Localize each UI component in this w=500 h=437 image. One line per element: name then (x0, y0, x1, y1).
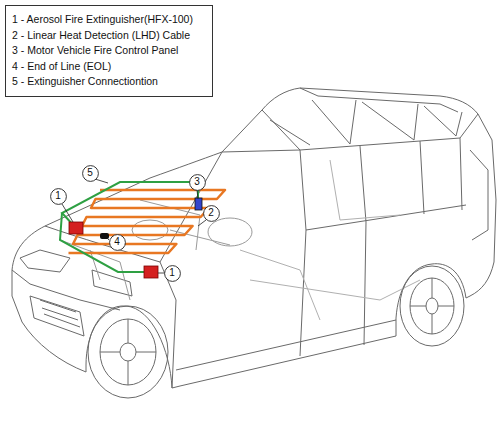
callout-number: 2 (208, 208, 214, 218)
circle-shape (189, 174, 205, 190)
callout-circle: 1 (164, 265, 181, 282)
circle-shape (82, 165, 98, 181)
callout-number: 4 (114, 237, 120, 247)
callout-circle: 2 (203, 205, 220, 222)
callout-circle: 5 (82, 165, 99, 182)
key-entry: 3 - Motor Vehicle Fire Control Panel (12, 43, 206, 59)
key-entry: 4 - End of Line (EOL) (12, 59, 206, 75)
key-entry: 2 - Linear Heat Detection (LHD) Cable (12, 28, 206, 44)
key-box: 1 - Aerosol Fire Extinguisher(HFX-100)2 … (5, 5, 213, 97)
callout-circle: 4 (109, 234, 126, 251)
key-entry: 1 - Aerosol Fire Extinguisher(HFX-100) (12, 12, 206, 28)
callout-circle: 1 (50, 188, 67, 205)
circle-shape (203, 205, 219, 221)
callout-circle: 3 (189, 174, 206, 191)
callout-number: 1 (55, 191, 61, 201)
key-entry: 5 - Extinguisher Connectiontion (12, 74, 206, 90)
callout-number: 3 (194, 177, 200, 187)
circle-shape (109, 234, 125, 250)
callout-number: 5 (87, 168, 93, 178)
callout-number: 1 (169, 268, 175, 278)
circle-shape (50, 188, 66, 204)
circle-shape (164, 265, 180, 281)
